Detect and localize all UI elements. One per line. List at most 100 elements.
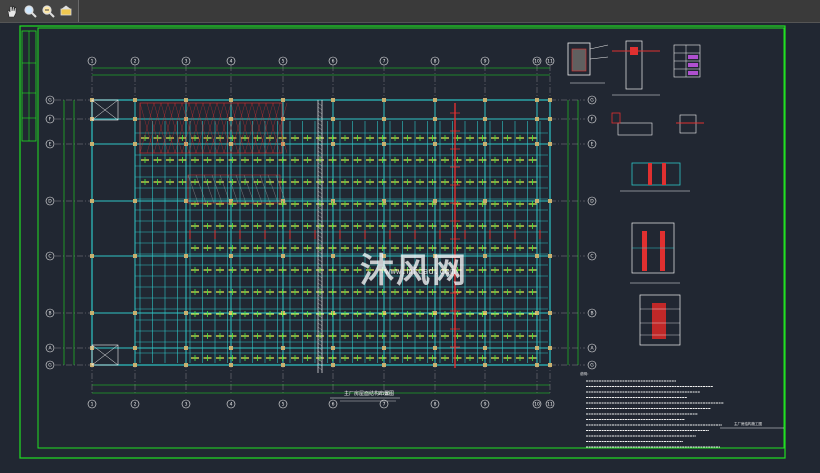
column (548, 142, 552, 146)
grid-label-column: 11 (547, 59, 553, 65)
hatched-slab-area-2 (187, 174, 281, 204)
grid-bubble-column (430, 56, 440, 66)
zoom-extents-icon[interactable] (40, 3, 56, 19)
column (229, 346, 233, 350)
grid-label-column: 5 (282, 59, 285, 65)
column (281, 117, 285, 121)
column (133, 117, 137, 121)
joint-hatch (317, 306, 323, 311)
grid-label-column: 7 (383, 59, 386, 65)
joint-hatch (317, 210, 323, 215)
column (229, 98, 233, 102)
joint-hatch (317, 226, 323, 231)
grid-label-column: 6 (332, 402, 335, 408)
grid-bubble-column (181, 399, 191, 409)
joint-hatch (317, 150, 323, 155)
grid-label-row: C (48, 254, 51, 260)
hatch-line (251, 102, 267, 154)
joint-hatch (317, 130, 323, 135)
column (382, 117, 386, 121)
grid-label-column: 3 (185, 59, 188, 65)
grid-bubble-column (545, 56, 555, 66)
grid-bubble-row (45, 343, 55, 353)
opening-cross (91, 344, 119, 366)
column (483, 311, 487, 315)
column (483, 363, 487, 367)
joint-hatch (317, 222, 323, 227)
grid-label-row: G (590, 363, 594, 369)
grid-label-row: D (590, 199, 594, 205)
column (184, 346, 188, 350)
zoom-window-icon[interactable] (22, 3, 38, 19)
column (331, 199, 335, 203)
column (535, 311, 539, 315)
grid-label-row: G (48, 98, 52, 104)
grid-label-column: 6 (332, 59, 335, 65)
joint-hatch (317, 254, 323, 259)
joint-hatch (317, 322, 323, 327)
hatch-line (160, 102, 176, 154)
grid-bubble-column (130, 399, 140, 409)
joint-hatch (317, 202, 323, 207)
hatch-line (219, 174, 231, 204)
column (535, 363, 539, 367)
column (535, 254, 539, 258)
column (184, 142, 188, 146)
joint-hatch (317, 250, 323, 255)
grid-label-column: 3 (185, 402, 188, 408)
joint-hatch (317, 310, 323, 315)
column (184, 98, 188, 102)
joint-hatch (317, 270, 323, 275)
grid-bubble-column (87, 56, 97, 66)
joint-hatch (317, 366, 323, 371)
joint-hatch (317, 154, 323, 159)
hatched-slab-area (139, 102, 283, 154)
joint-hatch (317, 362, 323, 367)
column (483, 254, 487, 258)
joint-hatch (317, 234, 323, 239)
column (548, 346, 552, 350)
hatch-line (146, 102, 162, 154)
grid-label-row: F (591, 117, 594, 123)
column (281, 142, 285, 146)
column (535, 142, 539, 146)
grid-label-column: 2 (134, 402, 137, 408)
grid-label-column: 4 (230, 59, 233, 65)
grid-bubble-row (587, 196, 597, 206)
grid-label-row: F (49, 117, 52, 123)
orbit-icon[interactable] (58, 3, 74, 19)
detail-section-4 (620, 162, 690, 192)
joint-hatch (317, 118, 323, 123)
notes-heading: 说明： (580, 371, 591, 376)
grid-bubble-column (545, 399, 555, 409)
grid-bubble-row (45, 251, 55, 261)
column (548, 254, 552, 258)
column (133, 254, 137, 258)
joint-hatch (317, 334, 323, 339)
joint-hatch (317, 214, 323, 219)
grid-label-column: 1 (91, 59, 94, 65)
grid-bubble-column (532, 56, 542, 66)
viewer-toolbar (0, 0, 820, 23)
grid-bubble-column (226, 399, 236, 409)
grid-label-row: A (590, 346, 594, 352)
column (483, 117, 487, 121)
column (548, 98, 552, 102)
column (433, 98, 437, 102)
joint-hatch (317, 238, 323, 243)
watermark-url: www.mfcad.com (385, 267, 456, 277)
column (535, 346, 539, 350)
grid-bubble-row (45, 95, 55, 105)
detail-section-1 (567, 42, 609, 84)
grid-bubble-row (45, 114, 55, 124)
joint-hatch (317, 326, 323, 331)
joint-hatch (317, 350, 323, 355)
grid-bubble-column (379, 399, 389, 409)
pan-hand-icon[interactable] (4, 3, 20, 19)
grid-label-column: 9 (484, 402, 487, 408)
grid-label-column: 8 (434, 59, 437, 65)
joint-hatch (317, 102, 323, 107)
detail-section-2 (612, 40, 660, 96)
